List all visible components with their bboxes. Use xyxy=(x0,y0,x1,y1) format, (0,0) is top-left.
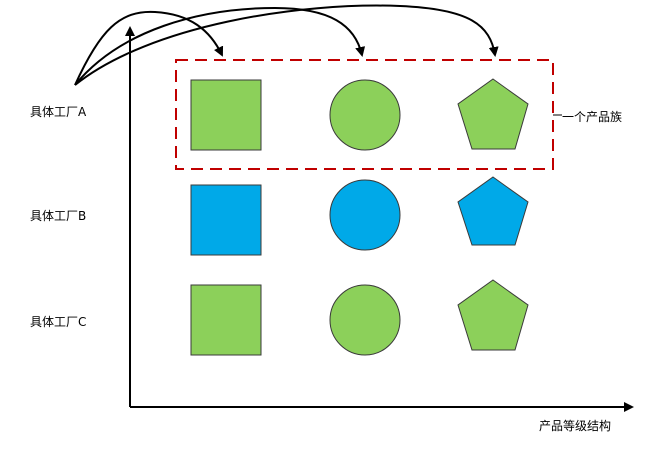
factory-a-label: 具体工厂A xyxy=(30,105,87,119)
square-icon xyxy=(190,284,262,356)
product-family-label: 一个产品族 xyxy=(562,110,623,124)
circle-icon xyxy=(329,284,401,356)
product-family-border xyxy=(175,59,554,170)
pentagon-icon xyxy=(457,78,529,150)
pentagon-icon xyxy=(457,176,529,246)
arrow-to-pentagon xyxy=(74,4,499,86)
pentagon-icon xyxy=(457,279,529,351)
factory-c-label: 具体工厂C xyxy=(30,315,87,329)
circle-icon xyxy=(329,79,401,151)
product-hierarchy-axis-label: 产品等级结构 xyxy=(539,419,612,433)
arrow-to-circle xyxy=(74,6,366,86)
factory-b-label: 具体工厂B xyxy=(30,209,87,223)
arrow-to-square xyxy=(74,10,224,86)
square-icon xyxy=(190,184,262,256)
circle-icon xyxy=(329,179,401,251)
square-icon xyxy=(190,79,262,151)
